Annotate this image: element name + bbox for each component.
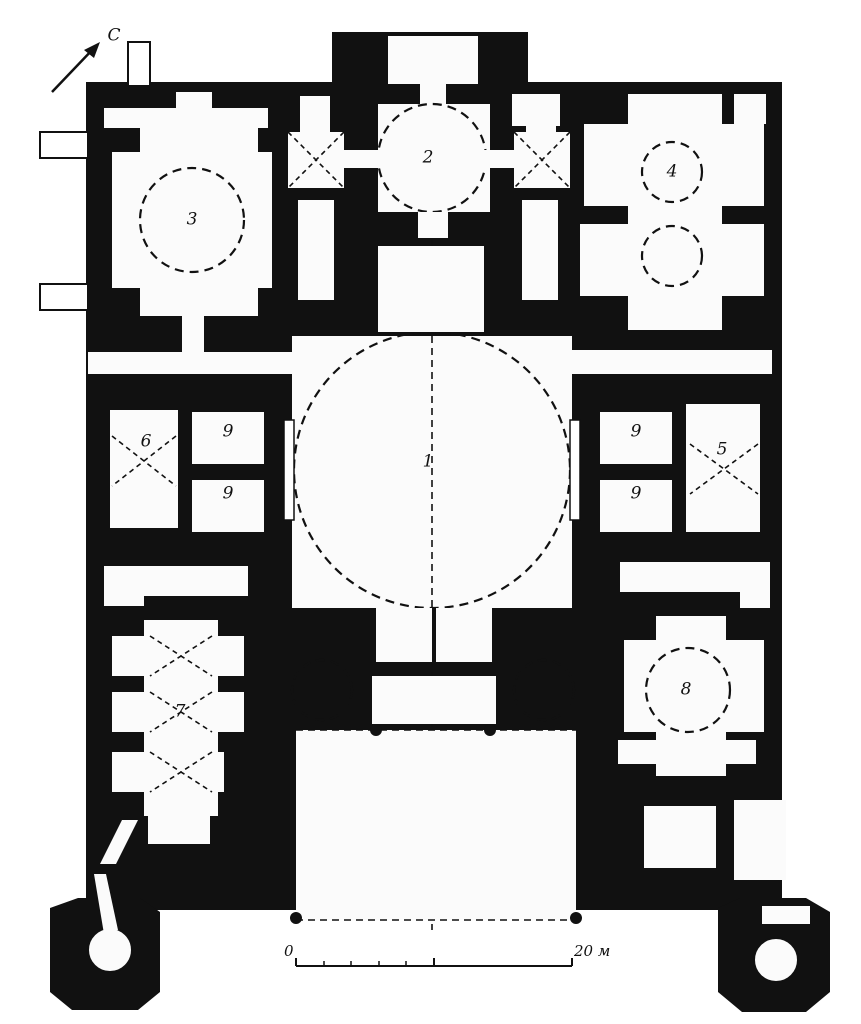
room-7-label: 7: [175, 702, 186, 722]
rooms-9: [192, 412, 672, 532]
room-9-label: 9: [631, 484, 642, 504]
room-7-block: [100, 620, 244, 864]
room-6-block: [110, 410, 178, 528]
north-chamber: [376, 36, 490, 332]
room-8-label: 8: [681, 680, 692, 700]
room-labels: 1 2 3 4 5 6 7 8 9 9 9 9: [141, 148, 728, 722]
room-5-label: 5: [717, 440, 728, 460]
room-9-label: 9: [223, 422, 234, 442]
room-1-label: 1: [423, 452, 434, 472]
north-side-chambers: [287, 96, 571, 300]
north-arrow-label: С: [107, 26, 120, 46]
stair-towers: [87, 874, 810, 983]
central-dome-hall: [283, 36, 581, 930]
scale-bar: 0 20 м: [284, 942, 610, 967]
south-axis: [290, 608, 582, 924]
room-3-block: [104, 92, 272, 352]
scale-start-label: 0: [284, 942, 294, 960]
room-9-label: 9: [223, 484, 234, 504]
room-2-label: 2: [422, 148, 434, 168]
north-arrow: С: [51, 26, 121, 93]
room-6-label: 6: [141, 432, 152, 452]
room-9-label: 9: [631, 422, 642, 442]
room-4-block: [512, 94, 766, 330]
room-8-block: [618, 616, 786, 880]
room-3-label: 3: [187, 210, 198, 230]
room-5-block: [686, 404, 760, 532]
room-4-label: 4: [666, 162, 678, 182]
scale-end-label: 20 м: [573, 942, 610, 960]
corridors: [88, 350, 772, 608]
